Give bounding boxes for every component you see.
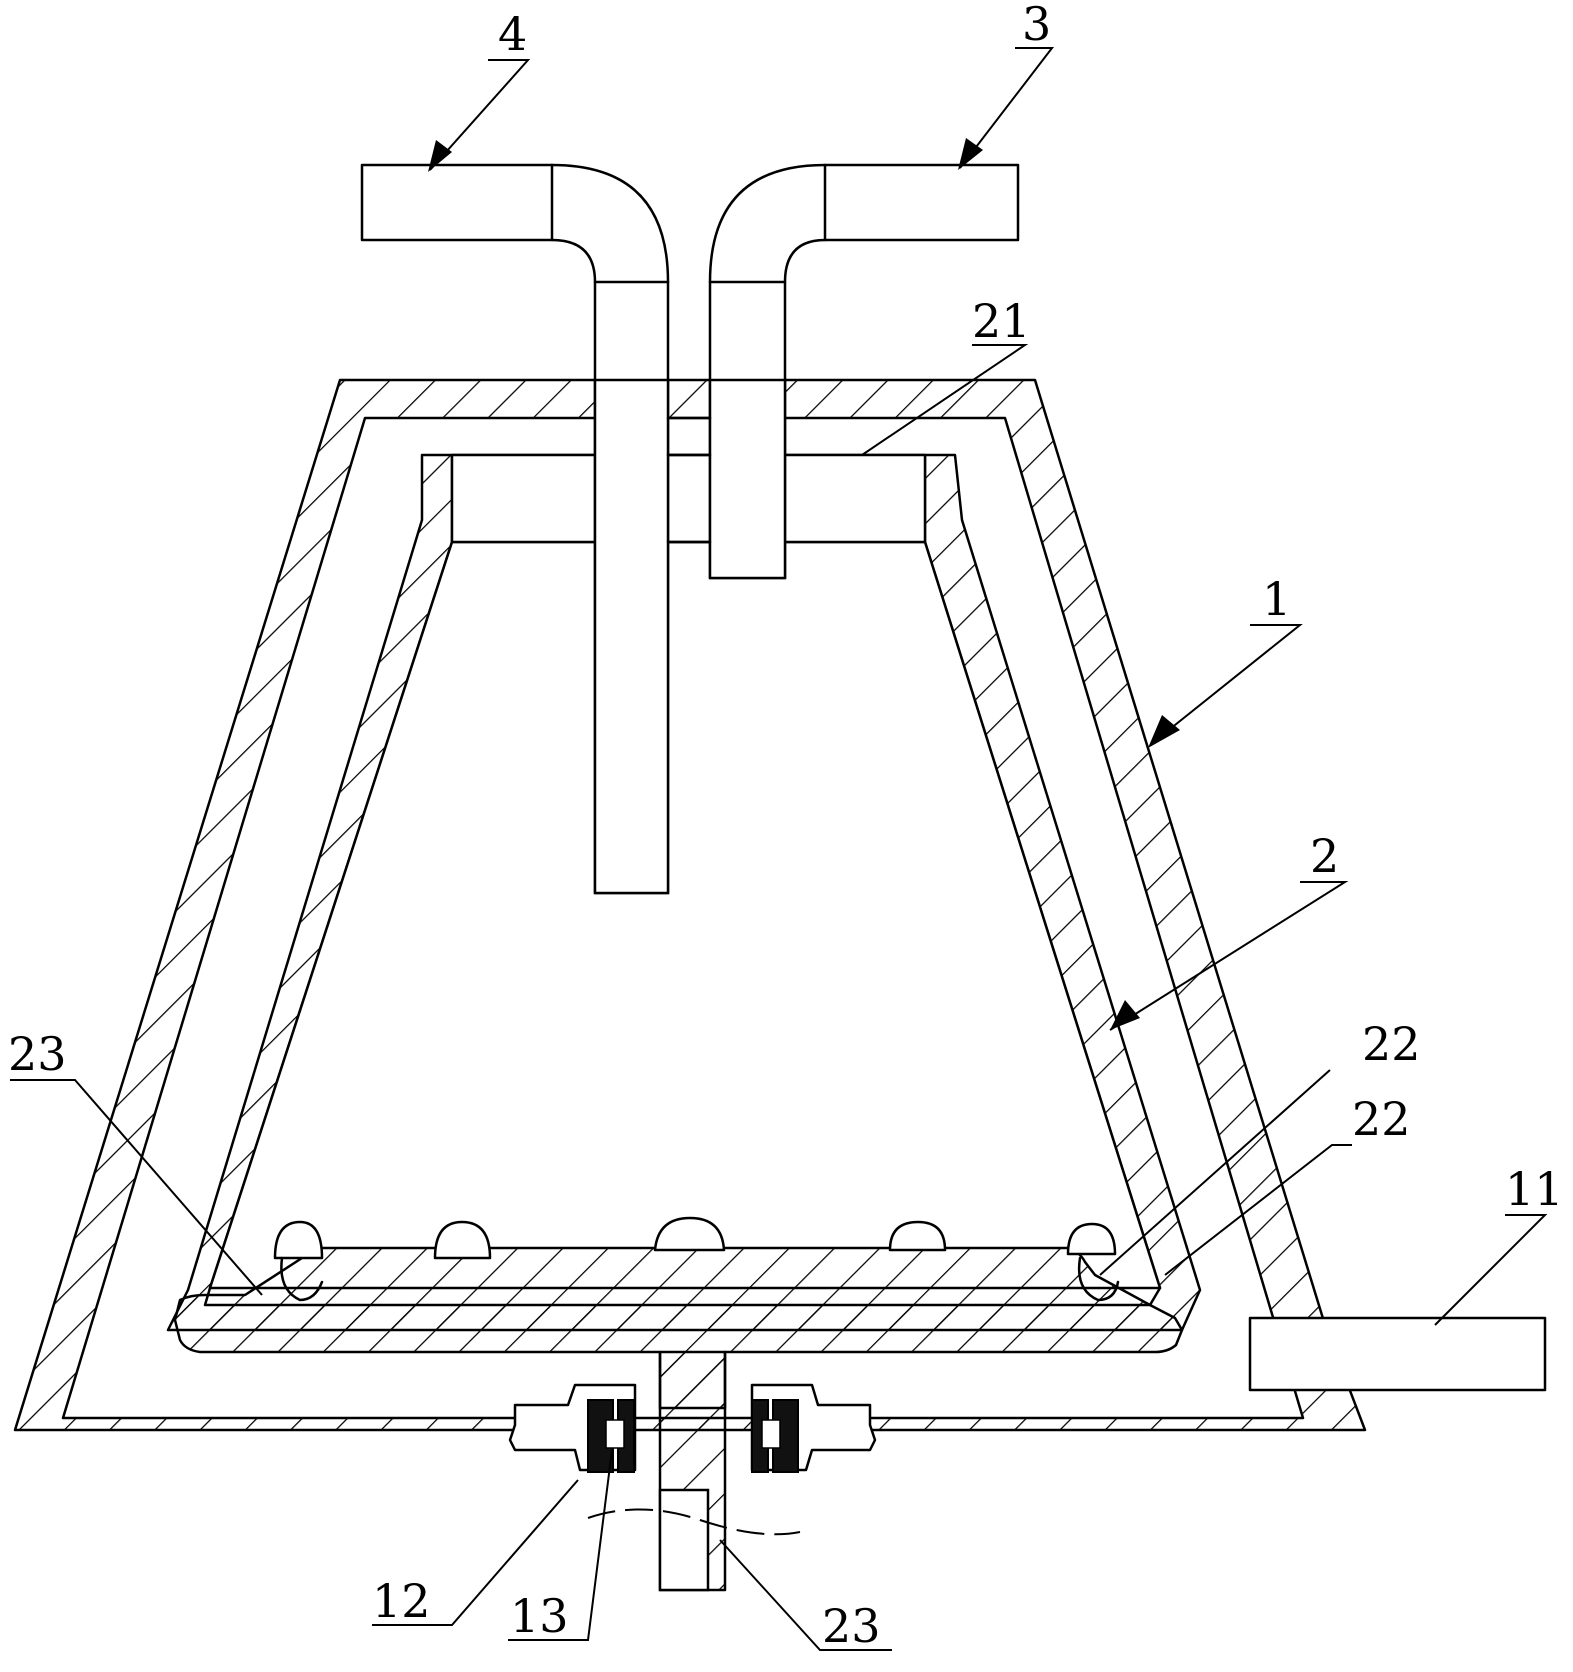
label-22-lower: 22 <box>1352 1092 1411 1146</box>
leader-3 <box>959 47 1055 169</box>
label-13: 13 <box>510 1589 569 1643</box>
bump-hook-right <box>1077 1256 1120 1302</box>
label-2: 2 <box>1310 829 1339 883</box>
leader-4 <box>429 59 531 171</box>
label-3: 3 <box>1022 0 1051 51</box>
reference-numerals: 4 3 21 1 2 23 22 22 11 12 13 23 <box>8 0 1564 1653</box>
leader-12 <box>372 1479 579 1626</box>
pipe-4-through-wall <box>593 378 670 895</box>
bump-4 <box>888 1220 947 1252</box>
side-outlet <box>1248 1316 1547 1392</box>
seal-core-right <box>761 1419 781 1449</box>
label-1: 1 <box>1262 572 1291 626</box>
leader-1 <box>1149 624 1303 746</box>
arrow-4 <box>428 140 452 172</box>
arrow-1 <box>1148 715 1180 748</box>
bump-2 <box>433 1220 492 1260</box>
leaders <box>10 47 1548 1651</box>
leader-23-bottom <box>719 1539 892 1651</box>
bump-5 <box>1066 1222 1117 1256</box>
label-23-left: 23 <box>8 1027 67 1081</box>
pipe-3-through-wall <box>708 378 787 580</box>
label-23-bottom: 23 <box>822 1599 881 1653</box>
label-4: 4 <box>498 7 527 61</box>
label-12: 12 <box>372 1574 431 1628</box>
top-plate <box>450 453 927 544</box>
bump-1 <box>273 1220 324 1260</box>
bottom-bumps <box>273 1216 1120 1302</box>
leader-2 <box>1109 881 1349 1031</box>
leader-21 <box>861 344 1029 456</box>
arrow-3 <box>958 138 983 170</box>
bump-hook-left <box>280 1256 324 1302</box>
label-11: 11 <box>1505 1162 1564 1216</box>
bump-3 <box>653 1216 726 1252</box>
inner-space <box>208 540 1162 1290</box>
bottom-fitting <box>508 1383 877 1473</box>
seal-core-left <box>605 1419 625 1449</box>
break-line <box>587 1508 801 1536</box>
label-21: 21 <box>972 294 1031 348</box>
bottom-stem-plain <box>658 1488 710 1592</box>
leader-23-left <box>10 1079 263 1296</box>
leader-22-upper <box>1099 1069 1331 1276</box>
leader-11 <box>1434 1214 1548 1326</box>
label-22-upper: 22 <box>1362 1017 1421 1071</box>
arrow-2 <box>1110 1000 1140 1030</box>
leader-22-lower <box>1164 1144 1352 1276</box>
leader-13 <box>508 1449 613 1641</box>
